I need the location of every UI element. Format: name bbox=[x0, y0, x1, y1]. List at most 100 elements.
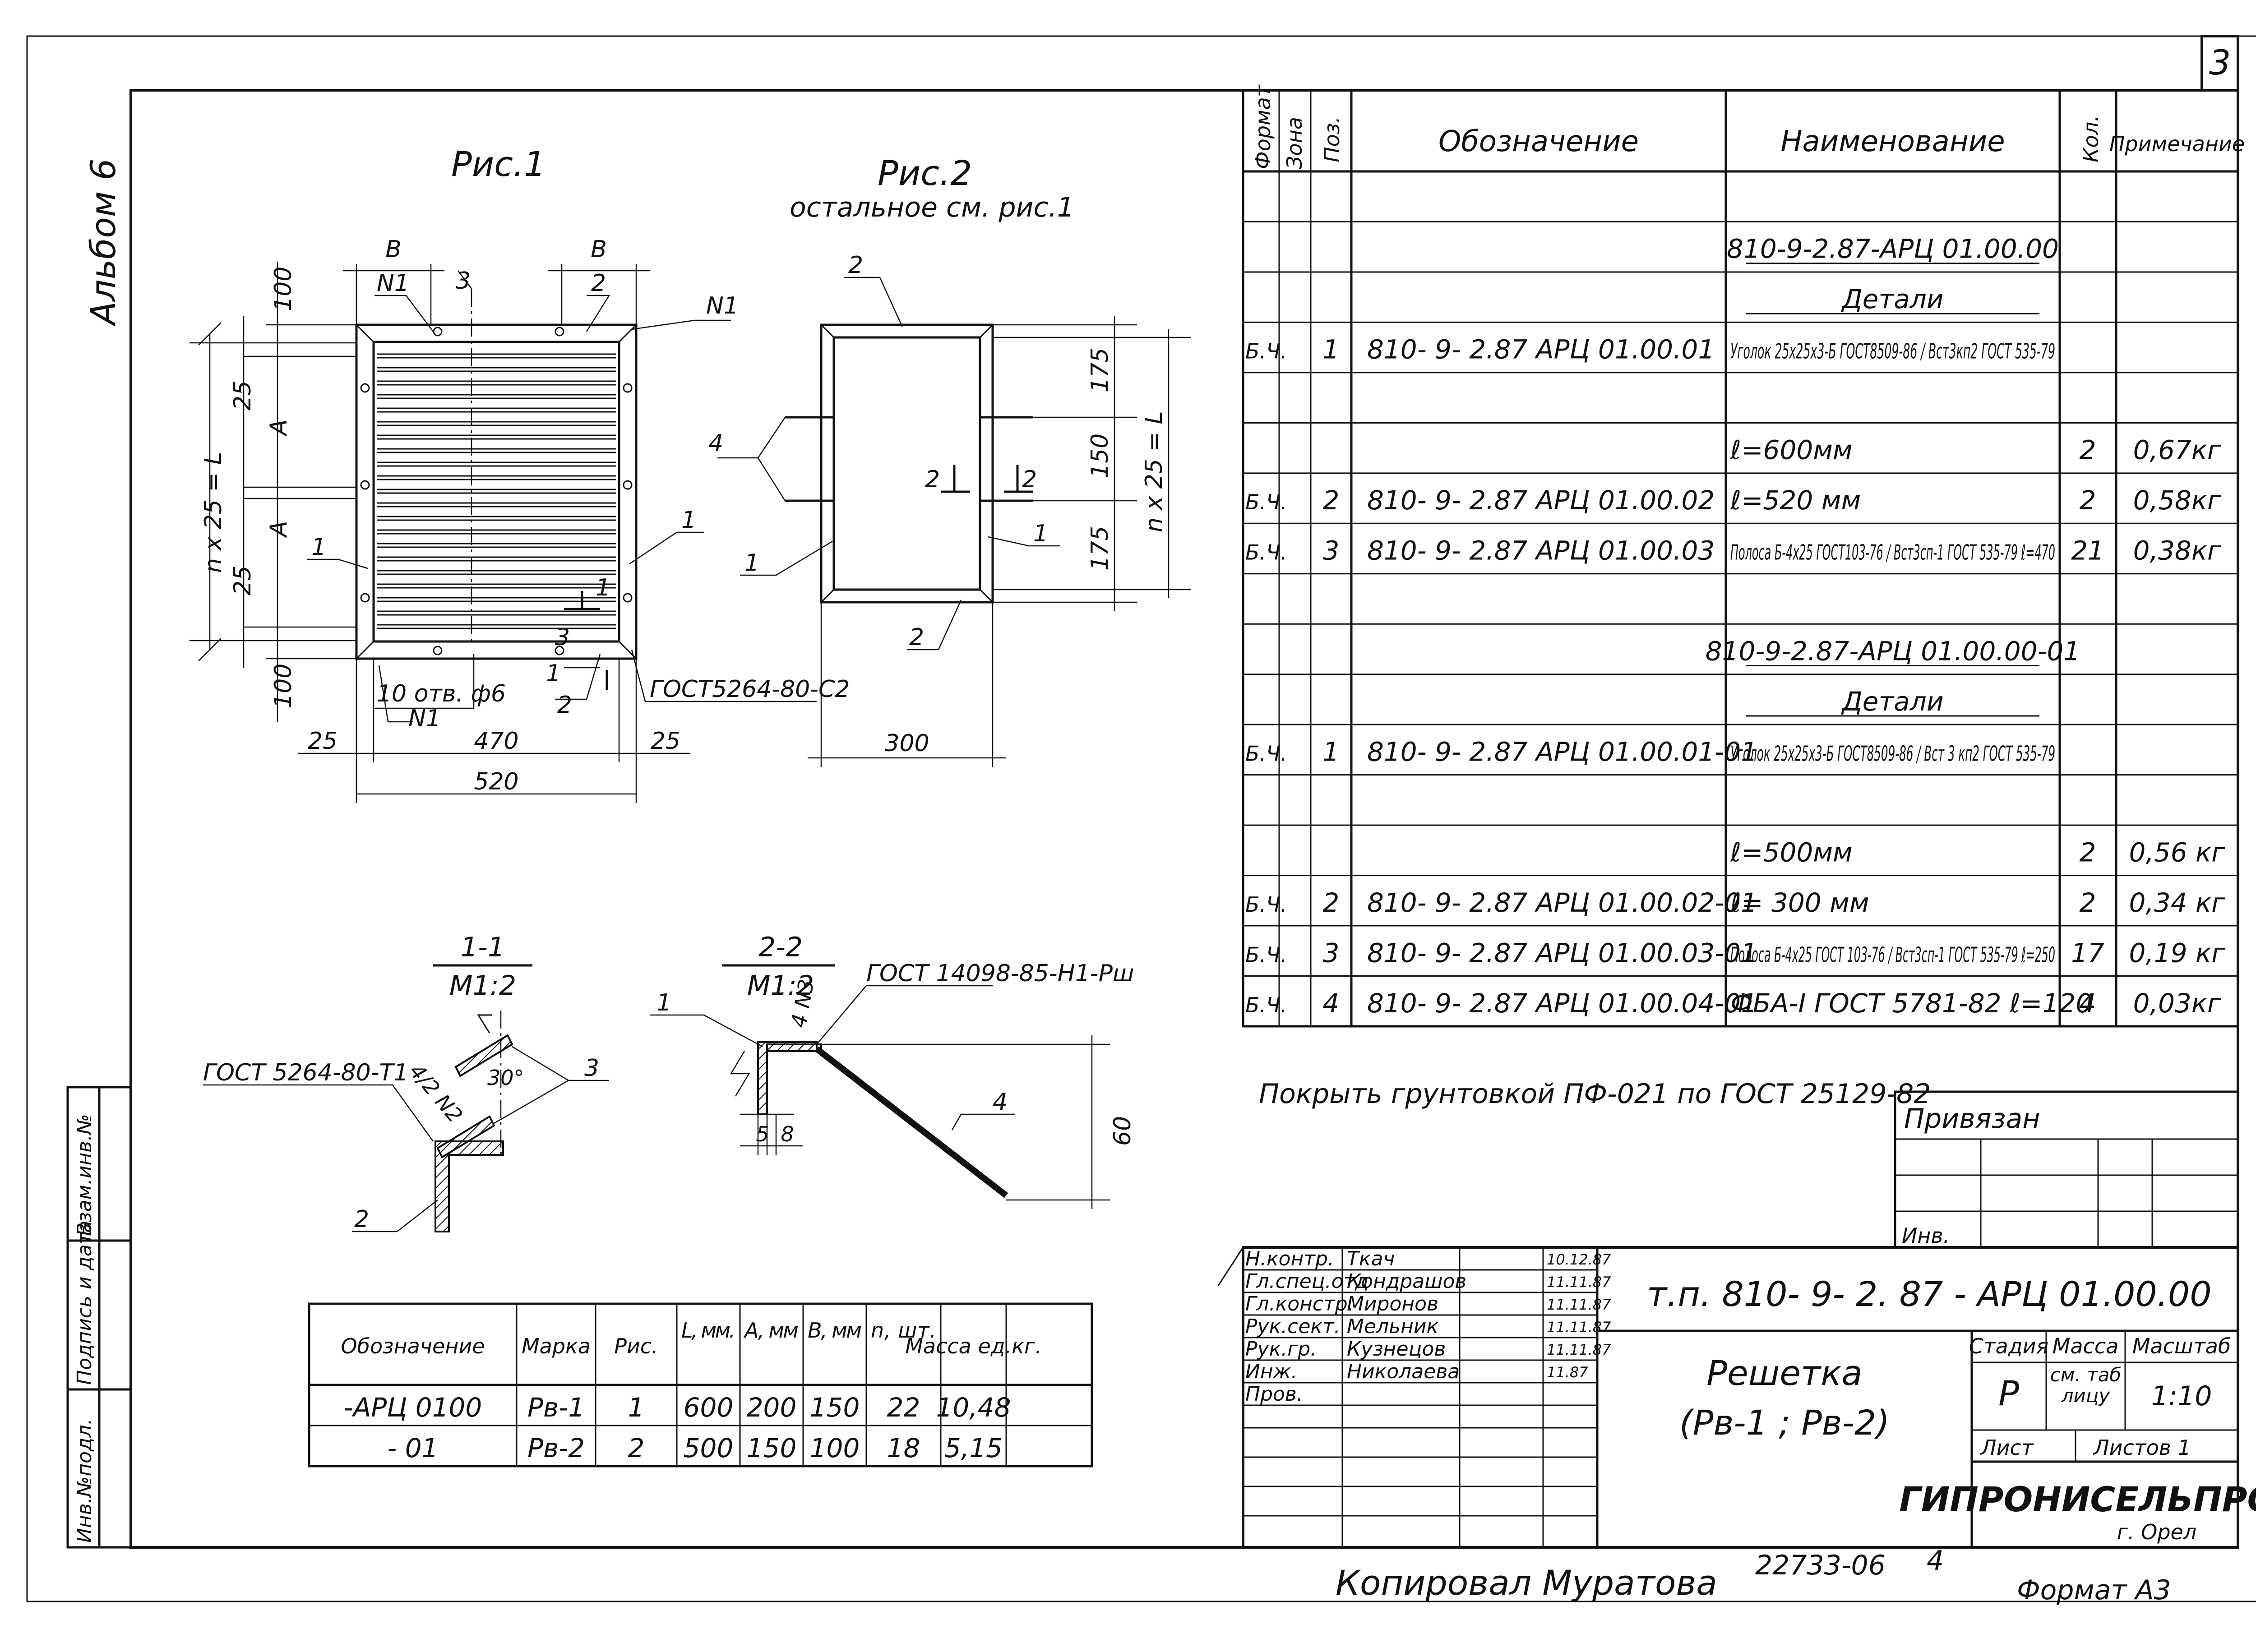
sheet-label: Лист bbox=[1980, 1435, 2034, 1460]
fig1-callout-n1-top-right: N1 bbox=[706, 292, 739, 319]
signer-date: 11.11.87 bbox=[1547, 1341, 1611, 1358]
mounting-hole bbox=[555, 646, 564, 655]
fig1-callout-pos2-bottom: 2 bbox=[557, 692, 572, 719]
fig1-callout-pos3-bottom: 3 bbox=[555, 624, 570, 651]
spec-cell-name: Детали bbox=[1840, 284, 1943, 314]
fig1-dim-w520: 520 bbox=[474, 768, 518, 795]
org-city: г. Орел bbox=[2117, 1520, 2197, 1544]
variants-header: n, шт. bbox=[871, 1318, 936, 1343]
spec-header-name: Наименование bbox=[1780, 125, 2005, 158]
binding-title: Привязан bbox=[1904, 1103, 2040, 1135]
signer-name: Ткач bbox=[1347, 1247, 1395, 1270]
binding-inv: Инв. bbox=[1902, 1223, 1950, 1248]
spec-cell-note: 0,34 кг bbox=[2129, 887, 2225, 918]
variants-cell: 100 bbox=[810, 1433, 860, 1463]
fig1-section-mark: 1 bbox=[596, 574, 610, 601]
spec-cell-designation: 810- 9- 2.87 АРЦ 01.00.01-01 bbox=[1367, 736, 1757, 767]
section1-scale: М1:2 bbox=[449, 970, 516, 1001]
fig1-callout-holes: 10 отв. ф6 bbox=[377, 680, 506, 707]
fig2-subtitle: остальное см. рис.1 bbox=[790, 192, 1074, 223]
spec-cell-note: 0,67кг bbox=[2133, 435, 2221, 466]
spec-cell-note: 0,58кг bbox=[2133, 485, 2221, 516]
section2-weld: ГОСТ 14098-85-Н1-Рш bbox=[866, 960, 1134, 987]
stage-label: Стадия bbox=[1969, 1334, 2048, 1358]
signer-role: Рук.гр. bbox=[1245, 1338, 1317, 1361]
sheets-label: Листов 1 bbox=[2093, 1435, 2191, 1460]
spec-cell-format: Б.Ч. bbox=[1245, 993, 1287, 1017]
spec-cell-pos: 2 bbox=[1323, 485, 1340, 516]
side-stamp-strip bbox=[66, 1086, 132, 1549]
spec-cell-designation: 810- 9- 2.87 АРЦ 01.00.02-01 bbox=[1367, 887, 1757, 918]
variants-cell: 18 bbox=[887, 1433, 920, 1463]
signer-role: Инж. bbox=[1245, 1360, 1297, 1383]
fig1-dim-w25-left: 25 bbox=[308, 728, 337, 755]
spec-cell-pos: 1 bbox=[1323, 334, 1340, 365]
variants-cell: 200 bbox=[747, 1392, 797, 1423]
side-stamp-signature: Подпись и дата bbox=[73, 1221, 96, 1385]
spec-header-pos: Поз. bbox=[1320, 116, 1344, 162]
signer-role: Гл.констр. bbox=[1245, 1292, 1354, 1315]
spec-cell-pos: 1 bbox=[1323, 736, 1340, 767]
spec-cell-pos: 2 bbox=[1323, 887, 1340, 918]
side-stamp-replace: Взам.инв.№ bbox=[73, 1114, 96, 1236]
fig2-dim-175-top: 175 bbox=[1086, 348, 1114, 392]
figure-1: Рис.1 В В 100 100 25 bbox=[190, 144, 850, 803]
variants-header: L, мм. bbox=[681, 1318, 735, 1343]
section2-pos1: 1 bbox=[656, 989, 671, 1016]
spec-cell-pos: 3 bbox=[1323, 535, 1340, 566]
spec-cell-designation: 810- 9- 2.87 АРЦ 01.00.03 bbox=[1367, 535, 1715, 566]
signer-role: Пров. bbox=[1245, 1383, 1303, 1406]
archive-number: 22733-06 bbox=[1755, 1550, 1886, 1581]
fig1-callout-n1-top-left: N1 bbox=[377, 270, 409, 297]
spec-cell-name: ℓ=500мм bbox=[1730, 837, 1853, 868]
spec-cell-format: Б.Ч. bbox=[1245, 490, 1287, 514]
fig2-dim-150: 150 bbox=[1086, 434, 1114, 478]
fig1-title: Рис.1 bbox=[451, 144, 546, 184]
spec-cell-name: Уголок 25х25х3-Б ГОСТ8509-86 / Вст 3 кп2… bbox=[1730, 741, 2055, 766]
mounting-hole bbox=[360, 383, 370, 393]
fig1-dim-w25-right: 25 bbox=[651, 728, 680, 755]
mounting-hole bbox=[555, 327, 564, 337]
spec-cell-name: 810-9-2.87-АРЦ 01.00.00 bbox=[1727, 234, 2059, 264]
mass-value: см. таблицу bbox=[2050, 1365, 2122, 1407]
fig2-section-right: 2 bbox=[1022, 466, 1037, 493]
fig2-callout-pos2-bottom: 2 bbox=[909, 624, 924, 651]
spec-cell-format: Б.Ч. bbox=[1245, 540, 1287, 565]
spec-cell-note: 0,19 кг bbox=[2129, 937, 2225, 968]
signer-name: Николаева bbox=[1347, 1360, 1460, 1383]
fig1-callout-pos1-right: 1 bbox=[681, 507, 696, 534]
variants-header: Обозначение bbox=[341, 1334, 485, 1358]
spec-cell-format: Б.Ч. bbox=[1245, 339, 1287, 364]
section1-weld: ГОСТ 5264-80-Т1 bbox=[203, 1059, 408, 1086]
spec-cell-qty: 2 bbox=[2080, 837, 2096, 868]
fig1-dim-bot-100: 100 bbox=[270, 664, 297, 708]
fig1-dim-top-25: 25 bbox=[229, 381, 256, 411]
section2-dim8: 8 bbox=[781, 1122, 794, 1146]
fig1-callout-pos1-left: 1 bbox=[311, 534, 326, 561]
fig2-title: Рис.2 bbox=[878, 153, 972, 193]
fig1-dim-b-right: В bbox=[591, 236, 607, 263]
fig2-dim-n: n x 25 = L bbox=[1141, 411, 1168, 532]
variants-table bbox=[308, 1302, 1093, 1467]
variants-header: Рис. bbox=[614, 1334, 658, 1358]
section-1-1: 1-1 М1:2 30° ГОСТ 5264-80-Т1 4/2 N2 3 2 bbox=[203, 932, 609, 1233]
spec-table bbox=[1242, 89, 2239, 1028]
spec-header-zone: Зона bbox=[1282, 117, 1307, 169]
album-label: Альбом 6 bbox=[83, 158, 123, 327]
section1-angle: 30° bbox=[487, 1066, 524, 1090]
mounting-hole bbox=[623, 480, 633, 490]
title-name-line2: (Рв-1 ; Рв-2) bbox=[1679, 1403, 1890, 1443]
fig1-callout-pos1-bottom: 1 bbox=[546, 660, 561, 687]
section2-dim60: 60 bbox=[1109, 1116, 1136, 1146]
spec-header-designation: Обозначение bbox=[1438, 125, 1639, 158]
section2-scale: М1:2 bbox=[747, 970, 814, 1001]
stage-value: Р bbox=[1998, 1373, 2019, 1413]
variants-cell: Рв-1 bbox=[527, 1392, 585, 1423]
spec-cell-name: ℓ=600мм bbox=[1730, 435, 1853, 466]
spec-header-qty: Кол. bbox=[2079, 115, 2103, 162]
mounting-hole bbox=[360, 593, 370, 603]
section1-pos2: 2 bbox=[354, 1206, 369, 1233]
spec-cell-designation: 810- 9- 2.87 АРЦ 01.00.02 bbox=[1367, 485, 1715, 516]
